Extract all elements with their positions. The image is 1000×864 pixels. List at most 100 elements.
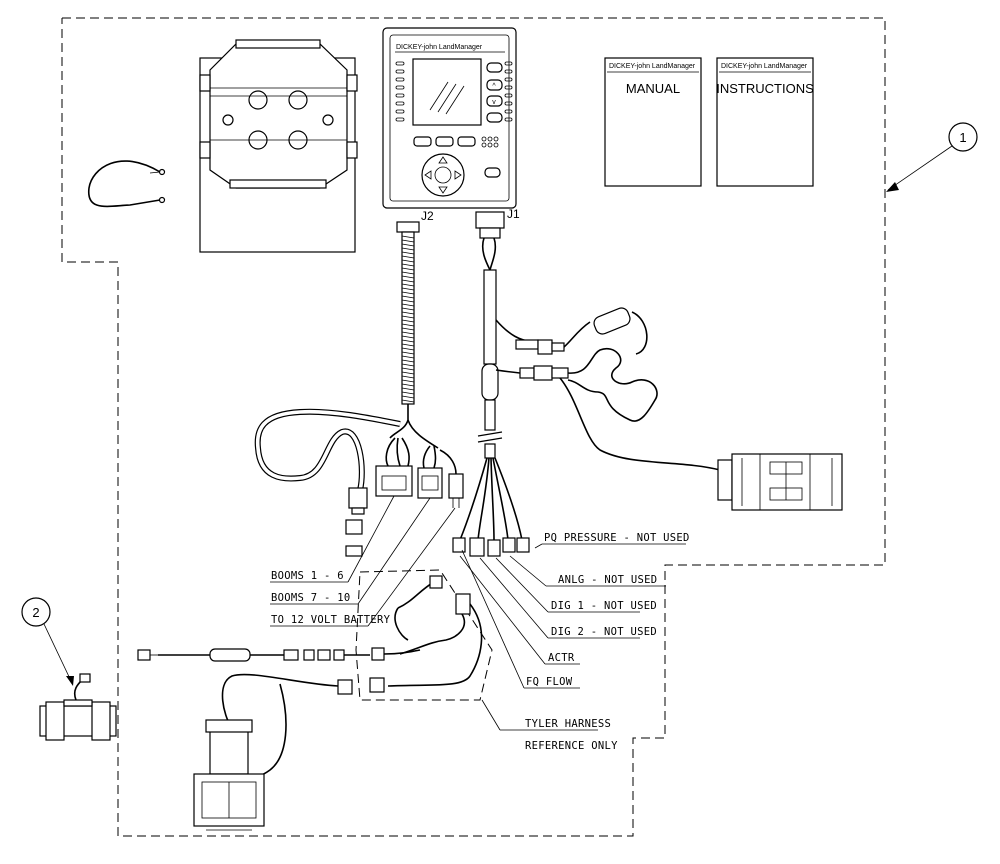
callout-booms-1-6: BOOMS 1 - 6 bbox=[271, 570, 344, 582]
j2-harness bbox=[254, 221, 464, 557]
svg-text:2: 2 bbox=[32, 605, 39, 620]
label-j2: J2 bbox=[421, 209, 434, 223]
loom-rib bbox=[401, 383, 415, 387]
console-key-1 bbox=[413, 136, 432, 147]
loom-rib bbox=[401, 347, 415, 351]
right-indicator-leds bbox=[504, 61, 513, 122]
manual-book: DICKEY-john LandManager MANUAL bbox=[604, 57, 702, 187]
flow-meter-harness bbox=[137, 648, 370, 831]
loom-rib bbox=[401, 387, 415, 391]
loom-rib bbox=[401, 279, 415, 283]
loom-rib bbox=[401, 395, 415, 399]
loom-rib bbox=[401, 263, 415, 267]
loom-rib bbox=[401, 307, 415, 311]
loom-rib bbox=[401, 367, 415, 371]
callout-booms-7-10: BOOMS 7 - 10 bbox=[271, 592, 350, 604]
loom-rib bbox=[401, 339, 415, 343]
loom-rib bbox=[401, 291, 415, 295]
console-up-key bbox=[486, 79, 503, 91]
loom-rib bbox=[401, 379, 415, 383]
console-key-3 bbox=[457, 136, 476, 147]
callout-battery: TO 12 VOLT BATTERY bbox=[271, 614, 391, 626]
loom-rib bbox=[401, 295, 415, 299]
svg-text:INSTRUCTIONS: INSTRUCTIONS bbox=[716, 81, 814, 96]
callout-fq-flow: FQ FLOW bbox=[526, 676, 573, 688]
loom-rib bbox=[401, 239, 415, 243]
console-dpad bbox=[421, 153, 465, 197]
loom-rib bbox=[401, 303, 415, 307]
dig1-connector bbox=[487, 539, 501, 557]
loom-rib bbox=[401, 391, 415, 395]
loom-rib bbox=[401, 267, 415, 271]
callout-dig2: DIG 2 - NOT USED bbox=[551, 626, 657, 638]
loom-rib bbox=[401, 343, 415, 347]
booms-1-6-connector bbox=[375, 465, 413, 497]
label-j1: J1 bbox=[507, 207, 520, 221]
balloon-1: 1 bbox=[886, 122, 978, 192]
console-io-key bbox=[484, 167, 501, 178]
flow-meter-connector bbox=[337, 679, 353, 695]
loom-rib bbox=[401, 259, 415, 263]
callout-anlg: ANLG - NOT USED bbox=[558, 574, 657, 586]
pressure-transducer bbox=[717, 459, 733, 501]
loom-rib bbox=[401, 299, 415, 303]
loom-rib bbox=[401, 359, 415, 363]
loom-rib bbox=[401, 235, 415, 239]
console-dot-keys bbox=[481, 136, 499, 148]
loom-rib bbox=[401, 399, 415, 403]
kit-boundary bbox=[61, 17, 886, 837]
loom-rib bbox=[401, 275, 415, 279]
svg-text:DICKEY-john LandManager: DICKEY-john LandManager bbox=[721, 63, 808, 70]
loom-rib bbox=[401, 375, 415, 379]
callout-pq-pressure: PQ PRESSURE - NOT USED bbox=[544, 532, 690, 544]
loom-rib bbox=[401, 315, 415, 319]
j1-harness bbox=[452, 211, 843, 557]
svg-text:DICKEY-john LandManager: DICKEY-john LandManager bbox=[609, 63, 696, 70]
callout-tyler-harness: TYLER HARNESS bbox=[525, 718, 611, 730]
callout-dig1: DIG 1 - NOT USED bbox=[551, 600, 657, 612]
antenna-wire bbox=[88, 160, 166, 208]
loom-rib bbox=[401, 331, 415, 335]
loom-rib bbox=[401, 351, 415, 355]
dig2-connector bbox=[469, 537, 485, 557]
actr-connector bbox=[452, 537, 466, 553]
loom-rib bbox=[401, 271, 415, 275]
console-key-2 bbox=[435, 136, 454, 147]
landmanager-console: DICKEY-john LandManager bbox=[382, 27, 517, 209]
svg-text:1: 1 bbox=[959, 130, 966, 145]
tyler-harness-region bbox=[355, 569, 493, 701]
loom-rib bbox=[401, 247, 415, 251]
loom-rib bbox=[401, 323, 415, 327]
balloon-2: 2 bbox=[21, 597, 74, 686]
svg-text:^: ^ bbox=[492, 83, 496, 90]
anlg-connector bbox=[502, 537, 516, 553]
mounting-bracket bbox=[199, 39, 358, 253]
left-indicator-leds bbox=[395, 61, 405, 122]
console-enter-key bbox=[486, 112, 503, 123]
loom-rib bbox=[401, 363, 415, 367]
loom-rib bbox=[401, 255, 415, 259]
pq-pressure-connector bbox=[516, 537, 530, 553]
battery-connector bbox=[448, 473, 464, 499]
loom-rib bbox=[401, 311, 415, 315]
loom-rib bbox=[401, 283, 415, 287]
console-down-key bbox=[486, 95, 503, 107]
loom-rib bbox=[401, 243, 415, 247]
console-menu-key bbox=[486, 62, 503, 73]
callout-leaders bbox=[270, 495, 686, 731]
loom-rib bbox=[401, 371, 415, 375]
console-brand: DICKEY-john LandManager bbox=[396, 44, 483, 51]
loom-rib bbox=[401, 251, 415, 255]
callout-actr: ACTR bbox=[548, 652, 575, 664]
svg-text:MANUAL: MANUAL bbox=[626, 81, 680, 96]
loom-rib bbox=[401, 327, 415, 331]
loom-rib bbox=[401, 319, 415, 323]
loom-rib bbox=[401, 335, 415, 339]
callout-reference-only: REFERENCE ONLY bbox=[525, 740, 618, 752]
loom-rib bbox=[401, 355, 415, 359]
loom-rib bbox=[401, 287, 415, 291]
tee-fitting-item-2 bbox=[39, 673, 117, 741]
svg-text:v: v bbox=[492, 99, 496, 106]
instructions-book: DICKEY-john LandManager INSTRUCTIONS bbox=[716, 57, 814, 187]
